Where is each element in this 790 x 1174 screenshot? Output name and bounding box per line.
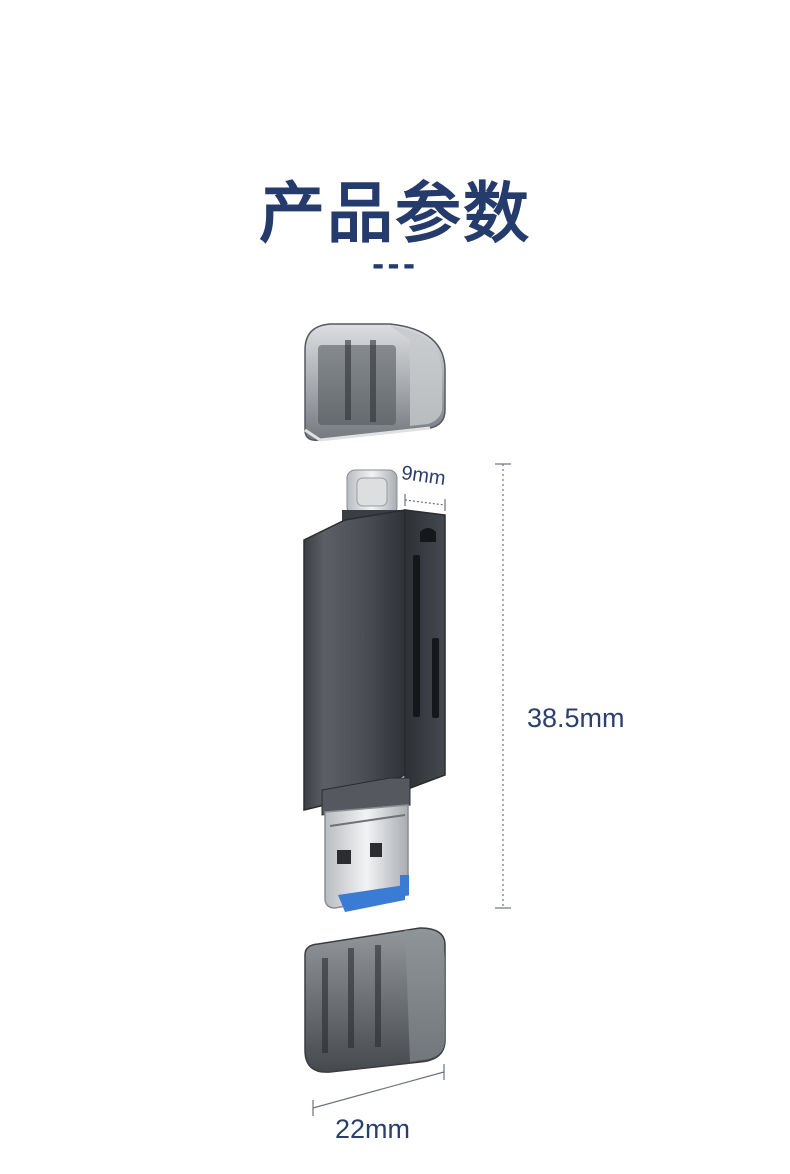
height-label: 38.5mm xyxy=(527,703,625,733)
top-cap xyxy=(304,323,446,442)
bottom-cap xyxy=(304,927,446,1073)
title-divider: --- xyxy=(371,248,419,283)
sd-card-slot xyxy=(413,555,420,717)
width-dimension-line xyxy=(312,1064,445,1116)
usb-a-connector xyxy=(324,804,409,912)
height-dimension-line xyxy=(495,463,511,909)
lanyard-hole xyxy=(420,528,436,542)
reader-body xyxy=(303,509,446,816)
depth-dimension-line xyxy=(404,494,446,511)
tf-card-slot xyxy=(432,638,439,718)
page-title: 产品参数 xyxy=(259,175,531,252)
width-label: 22mm xyxy=(335,1114,411,1144)
